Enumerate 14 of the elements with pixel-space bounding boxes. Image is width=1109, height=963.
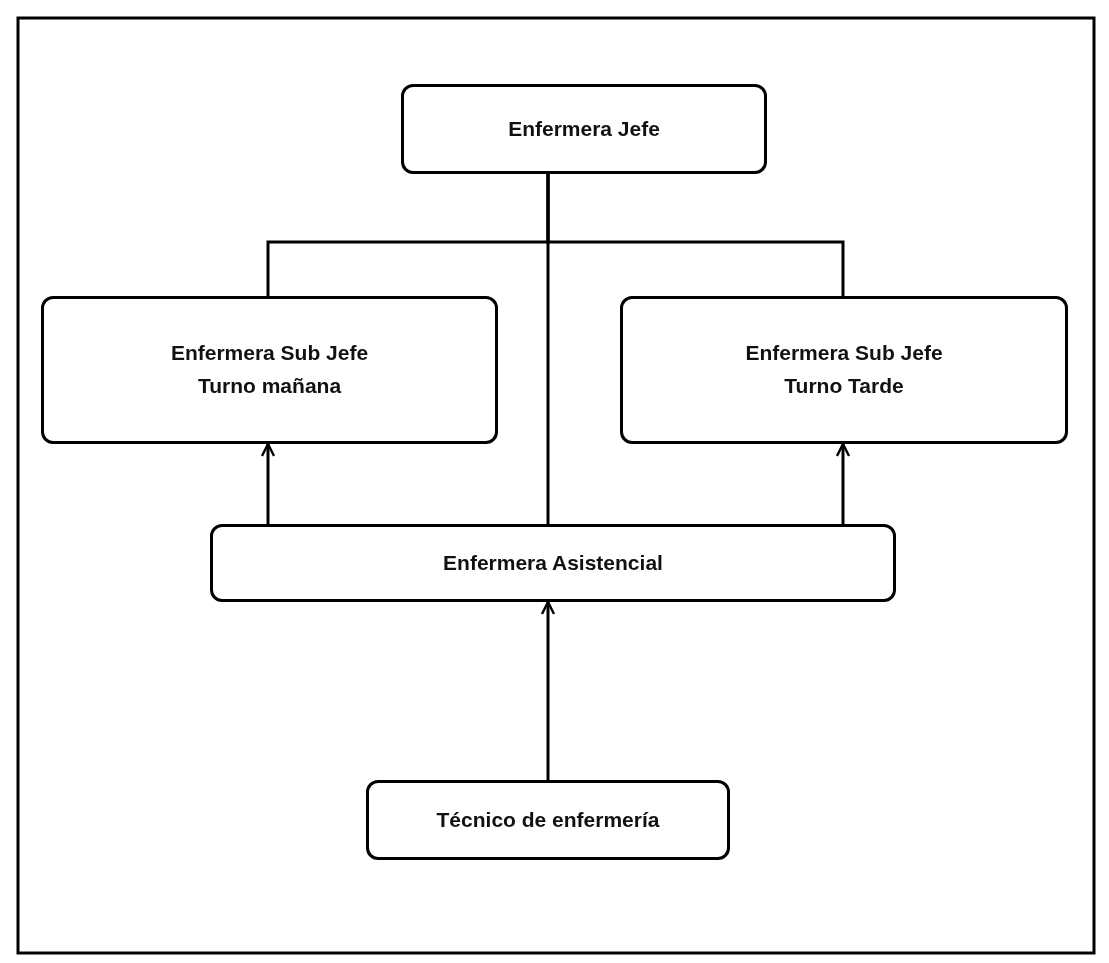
org-box (210, 524, 896, 602)
role-label: Enfermera Sub Jefe Turno Tarde (744, 340, 944, 399)
arrow (260, 442, 276, 524)
role-label: Enfermera Sub Jefe Turno mañana (169, 340, 370, 399)
role-label: Enfermera Jefe (508, 115, 660, 142)
connector-line (546, 174, 845, 296)
org-box (41, 296, 498, 444)
arrow (540, 600, 556, 780)
role-label: Técnico de enfermería (436, 806, 660, 833)
org-box (401, 84, 767, 174)
org-box (620, 296, 1068, 444)
org-box (366, 780, 730, 860)
role-label: Enfermera Asistencial (443, 549, 663, 576)
arrow (835, 442, 851, 524)
